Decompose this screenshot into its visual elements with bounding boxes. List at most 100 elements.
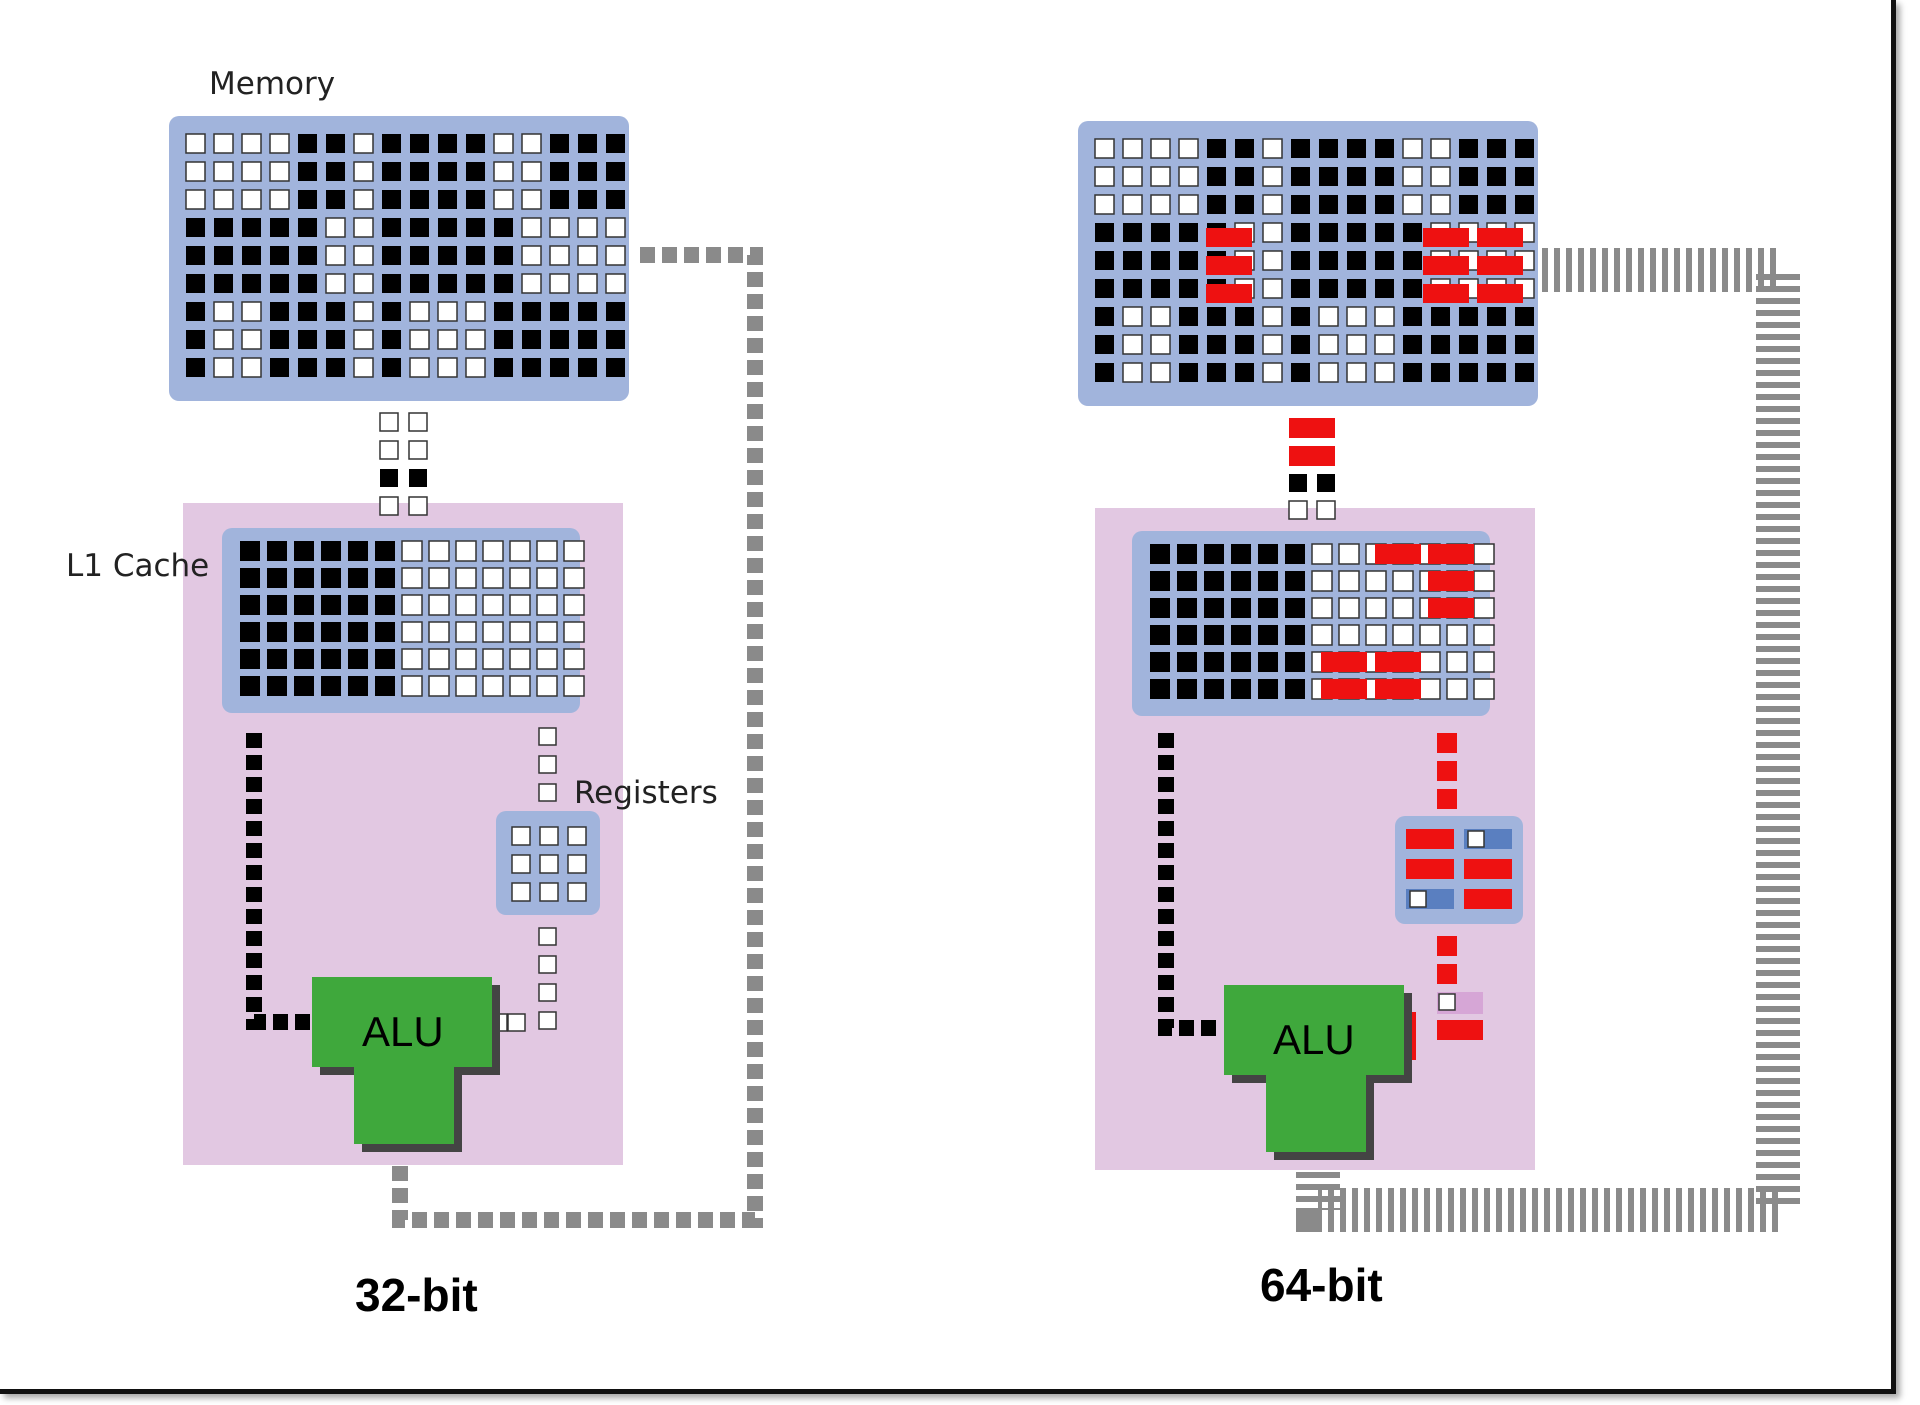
- memory-bit-64: [1375, 167, 1394, 186]
- cache-bit-32: [455, 675, 477, 697]
- memory-bit-64: [1430, 166, 1451, 187]
- memory-bit-32: [213, 301, 234, 322]
- memory-bit-32: [382, 358, 401, 377]
- cache-bit-32: [428, 648, 450, 670]
- register-bit-32: [511, 882, 531, 902]
- cache-bit-64: [1419, 624, 1441, 646]
- cache-bit-64: [1285, 679, 1305, 699]
- memory-bit-64: [1403, 307, 1422, 326]
- cache-bit-64: [1258, 679, 1278, 699]
- memory-bit-64: [1318, 306, 1339, 327]
- memory-bit-64: [1291, 251, 1310, 270]
- memory-bit-64: [1291, 167, 1310, 186]
- register-bit-64: [1467, 830, 1485, 848]
- memory-bit-32: [186, 302, 205, 321]
- memory-bit-64: [1374, 362, 1395, 383]
- cache-bit-32: [348, 676, 368, 696]
- memory-bit-64: [1319, 223, 1338, 242]
- wide-word-64: [1477, 284, 1523, 303]
- cache-bit-64: [1338, 570, 1360, 592]
- cache-bit-32: [428, 594, 450, 616]
- cache-bit-64: [1204, 544, 1224, 564]
- memory-bit-64: [1319, 195, 1338, 214]
- memory-bit-64: [1179, 223, 1198, 242]
- memory-bit-64: [1095, 363, 1114, 382]
- memory-bit-32: [578, 302, 597, 321]
- memory-bit-32: [493, 161, 514, 182]
- reg-path-word-64: [1437, 789, 1457, 809]
- memory-bit-32: [185, 189, 206, 210]
- memory-bit-32: [494, 358, 513, 377]
- memory-bit-32: [186, 218, 205, 237]
- cache-bit-64: [1473, 570, 1495, 592]
- register-bits-32: [511, 826, 587, 902]
- memory-bit-64: [1235, 335, 1254, 354]
- memory-bit-64: [1150, 362, 1171, 383]
- memory-bit-32: [185, 161, 206, 182]
- memory-bit-32: [242, 274, 261, 293]
- memory-bit-32: [605, 217, 626, 238]
- cache-bit-64: [1150, 652, 1170, 672]
- memory-bit-32: [465, 357, 486, 378]
- memory-bit-64: [1262, 222, 1283, 243]
- cache-bit-32: [563, 594, 585, 616]
- memory-bit-32: [494, 302, 513, 321]
- memory-bit-64: [1122, 166, 1143, 187]
- cache-bit-32: [348, 541, 368, 561]
- memory-bit-32: [494, 330, 513, 349]
- memory-bit-32: [298, 246, 317, 265]
- register-bit-32: [567, 854, 587, 874]
- memory-bit-64: [1403, 335, 1422, 354]
- wide-word-64: [1477, 256, 1523, 275]
- memory-bit-64: [1151, 223, 1170, 242]
- memory-bit-32: [382, 190, 401, 209]
- memory-bit-32: [438, 218, 457, 237]
- link-bit-32: [409, 469, 427, 487]
- memory-bit-32: [578, 330, 597, 349]
- cache-bit-64: [1446, 651, 1468, 673]
- memory-bit-32: [353, 245, 374, 266]
- memory-bit-32: [185, 133, 206, 154]
- memory-bit-64: [1123, 251, 1142, 270]
- memory-bit-32: [325, 245, 346, 266]
- memory-bit-64: [1291, 363, 1310, 382]
- memory-bit-32: [353, 133, 374, 154]
- memory-bit-32: [241, 329, 262, 350]
- memory-bit-64: [1151, 251, 1170, 270]
- memory-bit-64: [1179, 335, 1198, 354]
- memory-bit-64: [1178, 138, 1199, 159]
- memory-bit-32: [326, 330, 345, 349]
- memory-bit-64: [1262, 166, 1283, 187]
- cache-bit-64: [1204, 625, 1224, 645]
- memory-bit-64: [1207, 139, 1226, 158]
- memory-bit-64: [1515, 195, 1534, 214]
- memory-bit-64: [1402, 138, 1423, 159]
- cache-bit-32: [563, 675, 585, 697]
- memory-bit-64: [1291, 223, 1310, 242]
- cache-bit-64: [1285, 544, 1305, 564]
- cache-bit-32: [428, 567, 450, 589]
- cache-bit-32: [401, 675, 423, 697]
- cache-bit-32: [321, 649, 341, 669]
- memory-bit-64: [1375, 279, 1394, 298]
- memory-bit-32: [326, 134, 345, 153]
- memory-bit-32: [241, 357, 262, 378]
- memory-bit-32: [298, 274, 317, 293]
- cache-bit-64: [1446, 624, 1468, 646]
- cache-bit-32: [348, 649, 368, 669]
- memory-bit-64: [1459, 363, 1478, 382]
- memory-bit-64: [1262, 334, 1283, 355]
- cache-bit-64: [1285, 652, 1305, 672]
- memory-bit-32: [410, 190, 429, 209]
- memory-bit-64: [1346, 362, 1367, 383]
- cache-bit-64: [1258, 652, 1278, 672]
- link-bit-64: [1316, 500, 1336, 520]
- cache-bit-64: [1177, 679, 1197, 699]
- cache-bit-32: [348, 568, 368, 588]
- memory-bit-64: [1403, 251, 1422, 270]
- memory-bit-64: [1318, 334, 1339, 355]
- register-paths-64: [1404, 733, 1483, 1060]
- memory-bit-64: [1402, 194, 1423, 215]
- memory-bit-64: [1123, 279, 1142, 298]
- memory-bit-32: [326, 162, 345, 181]
